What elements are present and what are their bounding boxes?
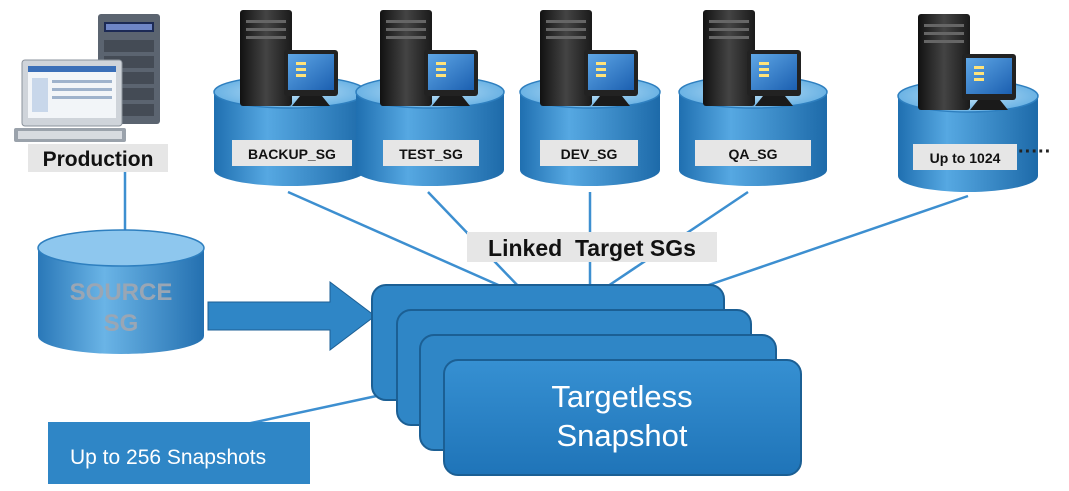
source-sg-cylinder [37,229,205,354]
target-label-bg [540,140,638,166]
target-backup-sg: BACKUP_SG [213,10,367,186]
target-label: DEV_SG [561,146,618,162]
snapshot-stack [371,284,802,476]
production-computer-icon [14,14,160,142]
target-label: QA_SG [728,146,777,162]
target-label: TEST_SG [399,146,463,162]
production-label-bg [28,144,168,172]
server-monitor-icon [703,10,801,106]
target-label: BACKUP_SG [248,146,336,162]
target-label-bg [383,140,479,166]
target-label-bg [695,140,811,166]
server-monitor-icon [918,14,1016,110]
snapshot-count-box [48,422,310,484]
linked-label-bg [467,232,717,262]
target-label-bg [913,144,1017,170]
source-sg-label-line1: SOURCE [70,279,173,306]
connector-1024 [699,194,969,290]
snapshot-label-line1: Targetless [551,379,692,414]
target-label-bg [232,140,352,166]
target-qa-sg: QA_SG [678,10,828,186]
server-monitor-icon [380,10,478,106]
target-dev-sg: DEV_SG [519,10,661,186]
continuation-dots: ····· [1018,141,1051,163]
snapshot-label-line2: Snapshot [557,418,688,453]
target-up-to-1024: Up to 1024 [897,14,1039,192]
server-monitor-icon [540,10,638,106]
server-monitor-icon [240,10,338,106]
target-test-sg: TEST_SG [355,10,505,186]
source-sg-label-line2: SG [104,310,139,337]
snapshot-count-label: Up to 256 Snapshots [70,446,266,469]
target-sg-group: BACKUP_SG TEST_SG DEV_SG QA_SG Up to 1024 [213,10,1039,192]
source-to-snapshot-arrow [207,280,376,352]
linked-label: Linked Target SGs [488,235,696,261]
snapshot-layer-front [443,359,802,476]
production-label: Production [43,148,154,171]
target-label: Up to 1024 [930,150,1001,166]
connector-backup [287,190,506,290]
